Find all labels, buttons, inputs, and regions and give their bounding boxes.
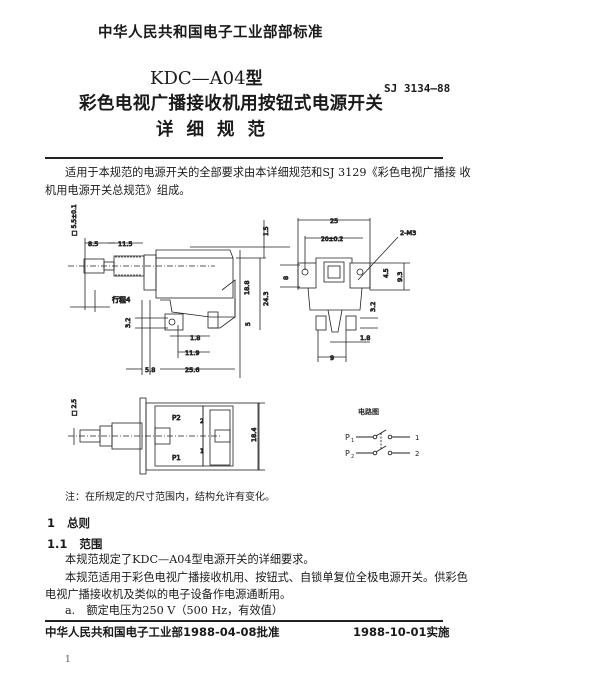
approval-date: 中华人民共和国电子工业部1988-04-08批准 bbox=[45, 625, 280, 639]
model-number: KDC—A04 bbox=[150, 68, 246, 89]
page-number: 1 bbox=[65, 655, 71, 665]
footer-rule bbox=[45, 620, 443, 622]
bottom-view-drawing: □ 2.5 P2 P1 2 1 18.4 bbox=[68, 397, 265, 475]
bottom-terminal-2: 2 bbox=[200, 418, 204, 425]
side-view-drawing: □ 5.5±0.1 8.5 11.5 行程4 3.2 1.8 11.9 18.8… bbox=[68, 204, 290, 378]
document-title: 彩色电视广播接收机用按钮式电源开关 bbox=[79, 94, 384, 114]
circuit-p2: P bbox=[345, 449, 350, 458]
circuit-title: 电路图 bbox=[358, 407, 379, 416]
document-subtitle: 详细规范 bbox=[156, 120, 278, 140]
effective-date: 1988-10-01实施 bbox=[353, 625, 450, 639]
section-1-1-number: 1.1 bbox=[47, 537, 68, 551]
dim-1-8-end: 1.8 bbox=[360, 334, 370, 342]
dim-3-2-end: 3.2 bbox=[369, 302, 377, 312]
dim-9-3: 9.3 bbox=[396, 272, 404, 282]
model-title: KDC—A04型 bbox=[150, 64, 263, 89]
dim-5-8: 5.8 bbox=[145, 366, 155, 374]
dim-3-2: 3.2 bbox=[124, 318, 132, 328]
dim-25: 25 bbox=[330, 217, 338, 225]
dim-1-8: 1.8 bbox=[190, 334, 200, 342]
circuit-terminal-2: 2 bbox=[415, 450, 419, 458]
dim-24-3: 24.3 bbox=[262, 292, 270, 306]
section-1-heading: 1 总则 bbox=[47, 515, 90, 531]
header-rule bbox=[45, 157, 443, 159]
issuer-header: 中华人民共和国电子工业部部标准 bbox=[98, 25, 323, 41]
model-suffix: 型 bbox=[245, 69, 263, 89]
stroke-label: 行程4 bbox=[112, 295, 131, 304]
dim-square-shaft: □ 5.5±0.1 bbox=[71, 204, 78, 236]
section-1-number: 1 bbox=[47, 516, 56, 530]
dim-25-6: 25.6 bbox=[185, 366, 199, 374]
dim-18-4: 18.4 bbox=[250, 428, 258, 442]
thread-label: 2-M3 bbox=[400, 229, 416, 237]
dim-11-9: 11.9 bbox=[185, 349, 199, 357]
circuit-p2-sub: 2 bbox=[351, 454, 354, 460]
scope-paragraph-1: 本规范规定了KDC—A04型电源开关的详细要求。 bbox=[65, 553, 315, 566]
dim-11-5: 11.5 bbox=[118, 240, 132, 248]
intro-line-2: 机用电源开关总规范》组成。 bbox=[45, 184, 191, 197]
section-1-title: 总则 bbox=[67, 516, 91, 530]
dim-1-5: 1.5 bbox=[263, 226, 270, 236]
bottom-terminal-1: 1 bbox=[200, 448, 204, 455]
circuit-p1-sub: 1 bbox=[351, 438, 354, 444]
bottom-p2-label: P2 bbox=[172, 414, 181, 422]
item-a-rated-voltage: a. 额定电压为250 V（500 Hz，有效值） bbox=[65, 604, 284, 617]
dim-20: 20±0.2 bbox=[321, 236, 343, 243]
bottom-p1-label: P1 bbox=[172, 454, 181, 462]
circuit-p1: P bbox=[345, 433, 350, 442]
standard-code: SJ 3134—88 bbox=[384, 82, 451, 95]
end-view-drawing: 8 25 20±0.2 2-M3 9.3 4.5 3.2 1.8 9 bbox=[280, 217, 417, 362]
scope-paragraph-2-line-2: 电视广播接收机及类似的电子设备作电源通断用。 bbox=[45, 588, 292, 601]
circuit-diagram: 电路图 P 1 P 2 1 2 bbox=[345, 407, 419, 460]
dim-4-5: 4.5 bbox=[383, 268, 390, 278]
drawing-note: 注：在所规定的尺寸范围内，结构允许有变化。 bbox=[65, 492, 275, 503]
dim-8-5: 8.5 bbox=[88, 240, 98, 248]
intro-line-1: 适用于本规范的电源开关的全部要求由本详细规范和SJ 3129《彩色电视广播接 收 bbox=[65, 166, 471, 179]
dim-8: 8 bbox=[282, 276, 290, 280]
scope-paragraph-2-line-1: 本规范适用于彩色电视广播接收机用、按钮式、自锁单复位全极电源开关。供彩色 bbox=[65, 571, 468, 584]
dim-9: 9 bbox=[330, 354, 334, 362]
circuit-terminal-1: 1 bbox=[415, 434, 419, 442]
dim-18-8: 18.8 bbox=[243, 281, 251, 295]
dim-5: 5 bbox=[245, 322, 252, 326]
section-1-1-title: 范围 bbox=[79, 537, 103, 551]
section-1-1-heading: 1.1 范围 bbox=[47, 536, 102, 552]
dim-square-2-5: □ 2.5 bbox=[71, 399, 78, 416]
